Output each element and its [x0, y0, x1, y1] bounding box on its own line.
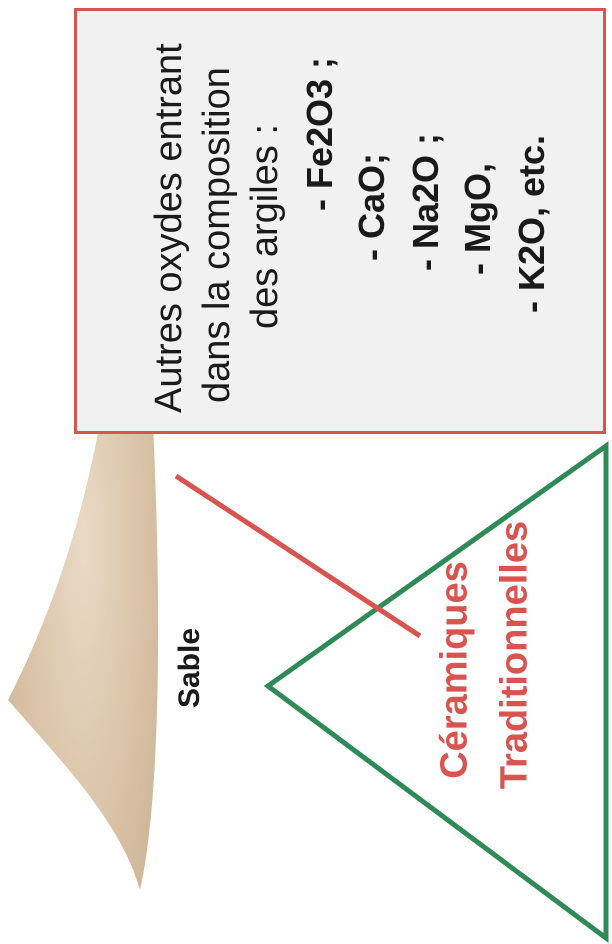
oxides-info-text: Autres oxydes entrant dans la compositio…	[90, 21, 590, 421]
oxide-item: - Na2O ;	[408, 133, 444, 271]
oxide-item: - CaO;	[354, 153, 390, 261]
info-line-1: Autres oxydes entrant	[150, 43, 188, 413]
sand-label: Sable	[173, 628, 207, 708]
ceramics-label-line1: Céramiques	[434, 561, 477, 779]
oxide-item: - MgO,	[460, 163, 496, 275]
info-line-2: dans la composition	[198, 67, 236, 403]
oxide-item: - Fe2O3 ;	[302, 57, 338, 211]
info-line-3: des argiles :	[246, 124, 284, 329]
ceramics-label-line2: Traditionnelles	[494, 521, 537, 789]
oxide-item: - K2O, etc.	[514, 135, 550, 313]
red-cut-line	[176, 476, 420, 636]
oxides-info-box: Autres oxydes entrant dans la compositio…	[74, 8, 606, 434]
